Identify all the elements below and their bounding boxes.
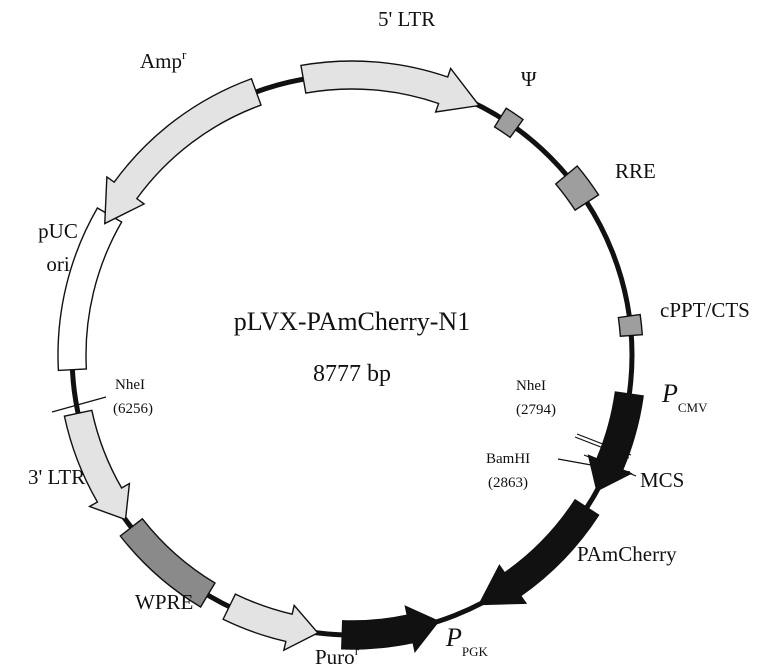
feature-amp xyxy=(104,77,262,225)
features-layer xyxy=(57,60,644,653)
feature-wpre xyxy=(119,517,216,608)
label-psi: Ψ xyxy=(521,67,537,91)
label-rre: RRE xyxy=(615,159,656,183)
feature-psi xyxy=(493,107,525,139)
label-3ltr: 3' LTR xyxy=(28,465,85,489)
label-pcmv: PCMV xyxy=(661,379,708,415)
label-pamcherry: PAmCherry xyxy=(577,542,677,566)
plasmid-size: 8777 bp xyxy=(313,361,391,387)
label-amp-sup: r xyxy=(182,47,187,62)
label-cppt: cPPT/CTS xyxy=(660,298,750,322)
feature-puc xyxy=(57,207,123,372)
feature-pcmv xyxy=(587,391,644,492)
label-puc-line1: pUC xyxy=(38,219,78,243)
site-nhei-2794-name: NheI xyxy=(516,378,546,394)
label-amp: Ampr xyxy=(140,47,187,73)
label-amp-main: Amp xyxy=(140,49,182,73)
site-bamhi-2863-pos: (2863) xyxy=(488,475,528,491)
bamhi-2863-tick xyxy=(557,458,631,473)
feature-ltr3 xyxy=(63,409,131,521)
plasmid-name: pLVX-PAmCherry-N1 xyxy=(234,307,470,336)
site-nhei-2794-pos: (2794) xyxy=(516,402,556,418)
nhei-2794-tick xyxy=(576,433,632,456)
nhei-6256-tick xyxy=(51,396,107,413)
feature-cppt xyxy=(617,313,644,337)
feature-ltr5 xyxy=(300,60,481,113)
label-puc: pUC ori xyxy=(38,219,78,276)
label-ppgk-main: P xyxy=(445,623,462,652)
label-mcs: MCS xyxy=(640,468,684,492)
feature-rre xyxy=(554,165,600,212)
site-bamhi-2863-name: BamHI xyxy=(486,451,530,467)
site-nhei-6256-pos: (6256) xyxy=(113,401,153,417)
label-pcmv-sub: CMV xyxy=(678,400,708,415)
label-ppgk: PPGK xyxy=(445,623,489,659)
mcs-tick xyxy=(583,454,637,477)
feature-pamcherry xyxy=(477,498,600,606)
label-5ltr: 5' LTR xyxy=(378,7,435,31)
label-pcmv-main: P xyxy=(661,379,678,408)
sites-layer xyxy=(51,396,637,477)
nhei-2794-tick-2 xyxy=(574,436,630,459)
label-wpre: WPRE xyxy=(135,590,193,614)
label-ppgk-sub: PGK xyxy=(462,644,489,659)
label-puro-sup: r xyxy=(355,643,360,658)
feature-ppgk xyxy=(341,605,440,653)
label-puc-line2: ori xyxy=(46,252,69,276)
label-puro: Puror xyxy=(315,643,360,669)
feature-puro xyxy=(222,593,319,652)
site-nhei-6256-name: NheI xyxy=(115,377,145,393)
label-puro-main: Puro xyxy=(315,645,355,669)
